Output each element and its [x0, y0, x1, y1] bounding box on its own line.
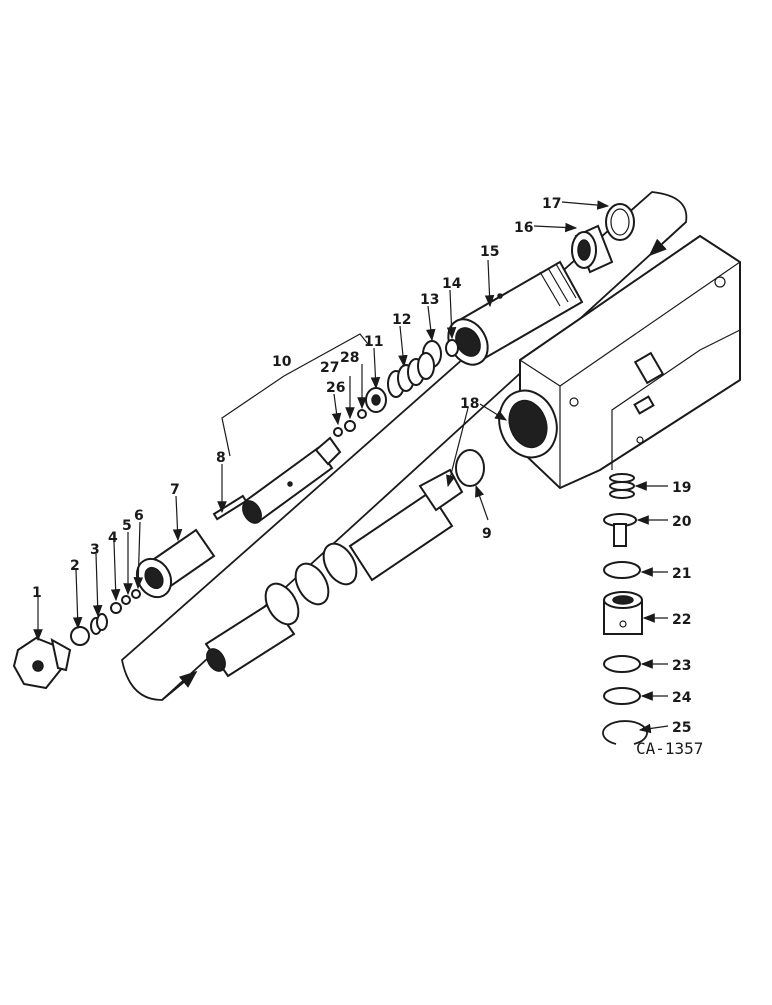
callout-23: 23: [672, 658, 691, 674]
callout-2: 2: [70, 558, 80, 574]
callout-1: 1: [32, 585, 42, 601]
part-26-ball: [333, 427, 343, 437]
part-1-plug: [12, 636, 72, 690]
part-10-spool-assembly: [242, 436, 342, 524]
callout-13: 13: [420, 292, 439, 308]
callout-9: 9: [482, 526, 492, 542]
callout-28: 28: [340, 350, 359, 366]
valve-housing: [498, 234, 741, 490]
part-22-seat: [603, 591, 643, 635]
part-2-nut: [70, 626, 90, 646]
part-6-ball: [131, 589, 141, 599]
callout-27: 27: [320, 360, 339, 376]
part-15-sleeve: [447, 260, 584, 366]
callout-3: 3: [90, 542, 100, 558]
callout-26: 26: [326, 380, 345, 396]
part-4-washer: [110, 602, 122, 614]
part-5-ball: [121, 595, 131, 605]
part-3-spring: [90, 613, 108, 635]
part-12-spring: [387, 352, 435, 398]
callout-6: 6: [134, 508, 144, 524]
callout-21: 21: [672, 566, 691, 582]
callout-15: 15: [480, 244, 499, 260]
callout-8: 8: [216, 450, 226, 466]
callout-7: 7: [170, 482, 180, 498]
part-24-ring: [603, 687, 641, 705]
callout-19: 19: [672, 480, 691, 496]
callout-10: 10: [272, 354, 292, 370]
callout-24: 24: [672, 690, 692, 706]
part-21-ring: [603, 561, 641, 579]
callout-14: 14: [442, 276, 462, 292]
part-9-ring: [455, 449, 485, 487]
callout-22: 22: [672, 612, 691, 628]
part-23-ring: [603, 655, 641, 673]
callout-5: 5: [122, 518, 132, 534]
callout-labels: 1 2 3 4 5 6 7 8 9 10 11 12 13 14 15 16 1…: [32, 196, 692, 736]
callout-4: 4: [108, 530, 118, 546]
part-27-washer: [344, 420, 356, 432]
callout-18: 18: [460, 396, 479, 412]
callout-12: 12: [392, 312, 411, 328]
part-18-main-spool: [204, 468, 464, 678]
part-19-spring: [609, 473, 635, 499]
drawing-code: CA-1357: [636, 739, 703, 758]
part-8-pin: [212, 494, 248, 521]
leader-lines: [33, 200, 669, 734]
part-14-ring: [445, 339, 459, 357]
callout-20: 20: [672, 514, 692, 530]
part-16-bushing: [571, 224, 614, 274]
part-20-poppet: [603, 513, 637, 547]
callout-25: 25: [672, 720, 691, 736]
valve-body-phantom-outline: [121, 191, 688, 701]
part-7-sleeve: [135, 528, 216, 599]
part-28-ring: [357, 409, 367, 419]
callout-17: 17: [542, 196, 561, 212]
callout-11: 11: [364, 334, 383, 350]
callout-16: 16: [514, 220, 533, 236]
part-25-snap-ring: [602, 720, 648, 745]
